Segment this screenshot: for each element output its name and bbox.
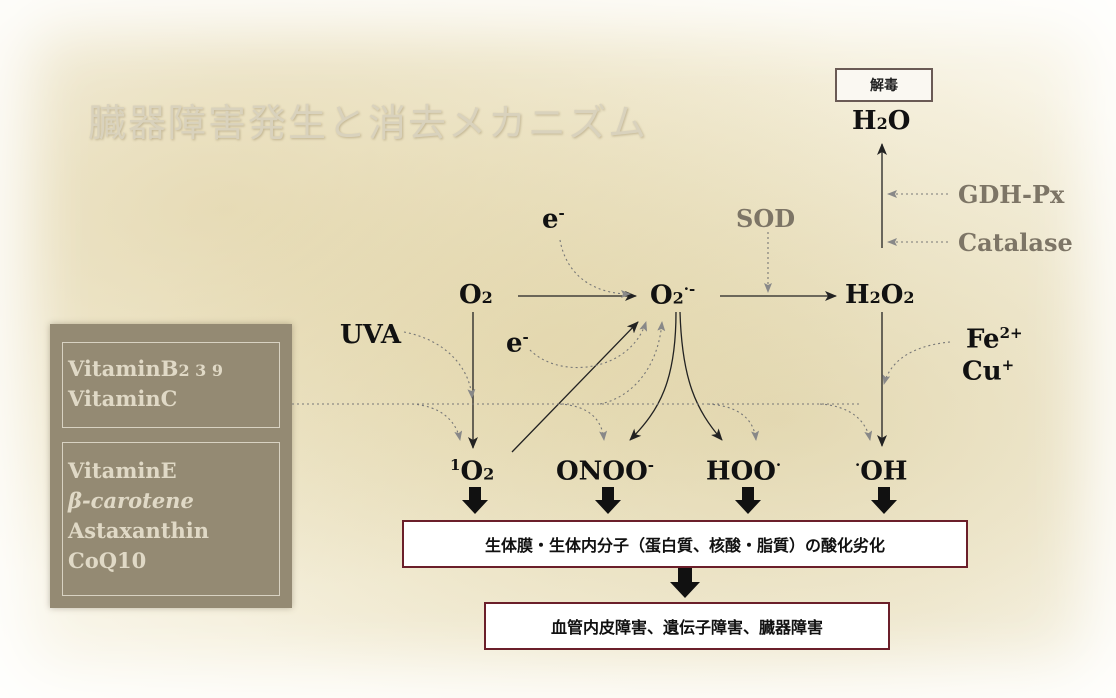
quench-hydroxyl [819,403,873,441]
antioxidant-item: Astaxanthin [68,518,210,543]
arrow-superoxide-to-hoo [679,311,723,441]
down-arrow-onoo [595,487,621,514]
node-hydroperoxyl: HOO· [706,456,782,487]
antioxidant-item: VitaminB2 3 9 [68,356,223,381]
down-arrow-hoo [735,487,761,514]
node-h2o2: H2O2 [845,280,915,310]
antioxidant-group-1 [62,342,280,428]
antioxidant-item: CoQ10 [68,548,147,573]
arrow-singlet-to-superoxide [511,321,639,453]
quench-onoo [559,403,608,441]
organ-damage-box: 血管内皮障害、遺伝子障害、臓器障害 [484,602,890,650]
node-singlet-oxygen: 1O2 [450,456,495,487]
quench-singlet [411,403,463,441]
quench-hoo [707,403,760,441]
enzyme-gdh-px: GDH-Px [958,180,1065,209]
arrow-uva [403,331,476,399]
antioxidant-item: VitaminC [68,386,178,411]
page-title: 臓器障害発生と消去メカニズム [88,101,649,145]
node-superoxide: O2·- [650,280,696,311]
oxidative-damage-box: 生体膜・生体内分子（蛋白質、核酸・脂質）の酸化劣化 [402,520,968,568]
node-copper: Cu+ [962,356,1015,387]
arrow-electron-2 [529,321,648,369]
quench-superoxide [599,321,666,405]
node-electron-1: e- [542,204,565,235]
node-iron: Fe2+ [966,324,1023,355]
antioxidant-item: β-carotene [68,488,194,513]
detox-label: 解毒 [835,68,933,102]
arrow-superoxide-to-onoo [629,311,677,441]
node-electron-2: e- [506,328,529,359]
antioxidant-panel: VitaminB2 3 9 VitaminC VitaminE β-carote… [50,324,292,608]
arrow-metal-ions [882,341,951,385]
node-h2o: H2O [852,106,911,136]
arrow-electron-1 [559,239,631,298]
enzyme-sod: SOD [736,204,796,233]
antioxidant-item: VitaminE [68,458,177,483]
down-arrow-result [670,568,700,598]
down-arrow-hydroxyl [871,487,897,514]
antioxidant-group-2 [62,442,280,596]
down-arrow-singlet [462,487,488,514]
node-o2: O2 [459,280,493,310]
enzyme-catalase: Catalase [958,228,1073,257]
node-hydroxyl: ·OH [855,456,908,487]
node-peroxynitrite: ONOO- [556,456,654,487]
node-uva: UVA [340,320,402,350]
